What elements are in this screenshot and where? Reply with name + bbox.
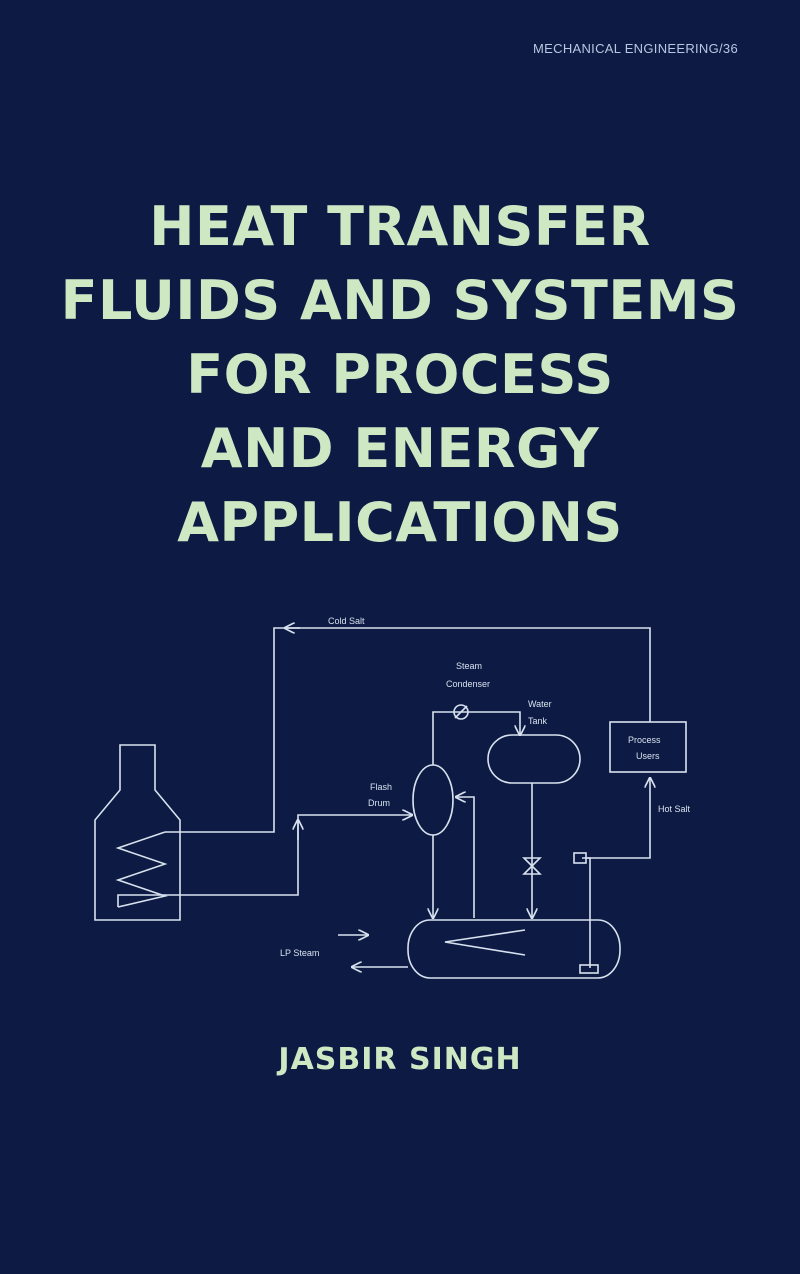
heater-outlet-line <box>117 815 412 907</box>
cold-salt-line <box>165 627 651 833</box>
title-line-4: AND ENERGY <box>200 417 600 480</box>
author-name: JASBIR SINGH <box>278 1042 522 1077</box>
label-flash: Flash <box>370 782 392 792</box>
water-tank <box>487 734 581 784</box>
boiler-tubes <box>444 929 526 956</box>
label-lp-steam: LP Steam <box>280 948 319 958</box>
title-line-3: FOR PROCESS <box>186 343 614 406</box>
title-line-5: APPLICATIONS <box>177 491 623 554</box>
title-line-1: HEAT TRANSFER <box>149 195 651 258</box>
label-steam: Steam <box>456 661 482 671</box>
label-tank: Tank <box>528 716 548 726</box>
label-condenser: Condenser <box>446 679 490 689</box>
steam-condenser <box>453 704 469 720</box>
series-label: MECHANICAL ENGINEERING/36 <box>533 41 738 56</box>
hot-salt-line <box>582 778 650 859</box>
label-cold-salt: Cold Salt <box>328 616 365 626</box>
flash-drum <box>412 764 454 836</box>
drain-icon <box>579 964 599 974</box>
title-line-2: FLUIDS AND SYSTEMS <box>60 269 740 332</box>
label-users: Users <box>636 751 660 761</box>
kettle-boiler <box>407 919 621 979</box>
heater-vessel <box>94 744 181 921</box>
valve-icon <box>522 857 542 875</box>
heater-coil <box>115 831 168 908</box>
label-drum: Drum <box>368 798 390 808</box>
label-hot-salt: Hot Salt <box>658 804 691 814</box>
condenser-line <box>432 711 520 765</box>
flash-return-line <box>456 797 475 918</box>
process-flow-diagram: Cold Salt Steam Condenser Water Tank Pro… <box>94 616 691 979</box>
process-users-box <box>609 721 687 773</box>
label-process: Process <box>628 735 661 745</box>
label-water: Water <box>528 699 552 709</box>
book-title: HEAT TRANSFER FLUIDS AND SYSTEMS FOR PRO… <box>0 190 800 560</box>
